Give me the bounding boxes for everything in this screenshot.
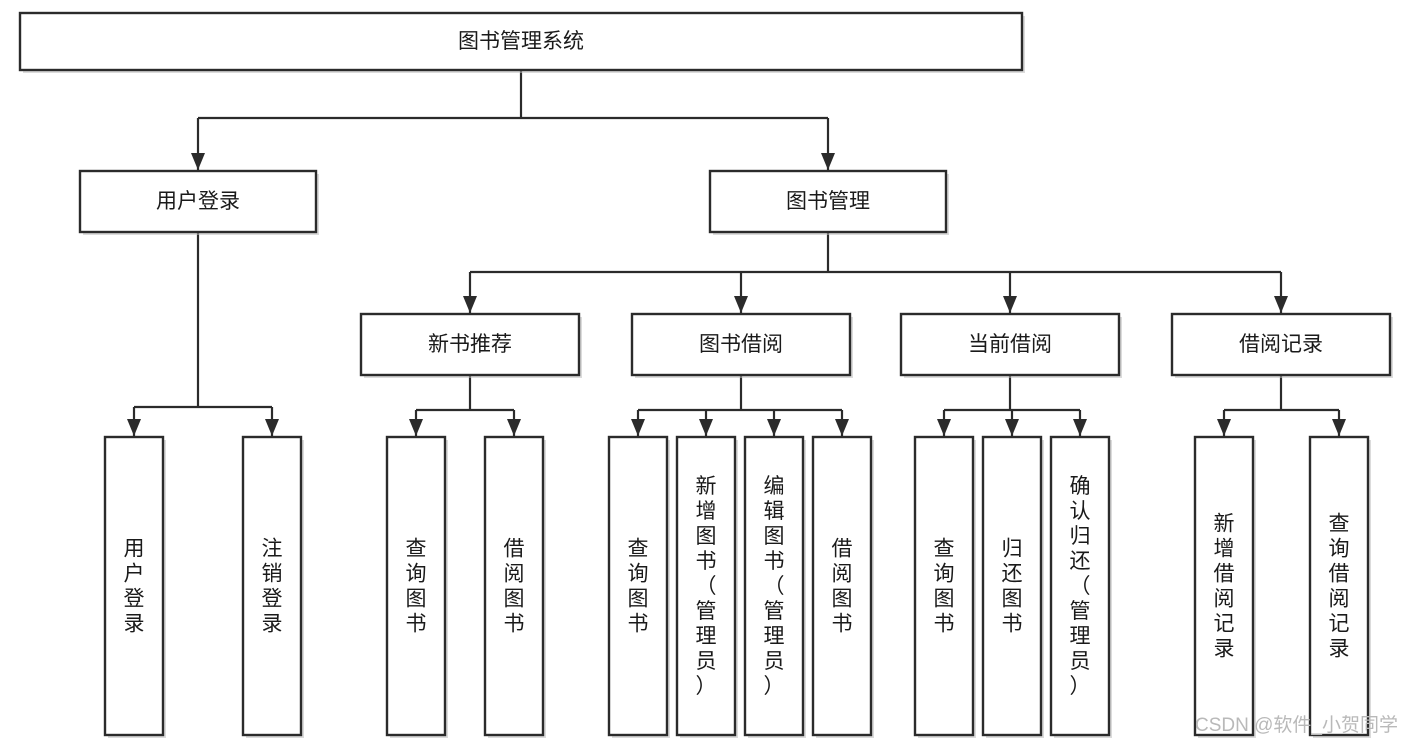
node-label: 新书推荐 bbox=[428, 333, 512, 356]
node-borrow-query-book[interactable]: 查询图书 bbox=[607, 435, 670, 738]
node-label: 借阅记录 bbox=[1239, 333, 1323, 356]
arrow-head-icon bbox=[1274, 296, 1288, 313]
node-borrow-add-book[interactable]: 新增图书（管理员） bbox=[675, 435, 738, 738]
node-label: 新增借阅记录 bbox=[1214, 513, 1235, 661]
arrow-head-icon bbox=[1005, 419, 1019, 436]
arrow-head-icon bbox=[1332, 419, 1346, 436]
node-cur-return-book[interactable]: 归还图书 bbox=[981, 435, 1044, 738]
node-label: 查询图书 bbox=[934, 538, 955, 636]
arrow-head-icon bbox=[767, 419, 781, 436]
arrow-head-icon bbox=[127, 419, 141, 436]
connector-layer bbox=[127, 70, 1346, 436]
node-label: 借阅图书 bbox=[832, 538, 853, 636]
arrow-head-icon bbox=[507, 419, 521, 436]
node-cur-confirm-return[interactable]: 确认归还（管理员） bbox=[1049, 435, 1112, 738]
node-label: 借阅图书 bbox=[504, 538, 525, 636]
node-label: 图书管理系统 bbox=[458, 30, 584, 53]
arrow-head-icon bbox=[835, 419, 849, 436]
node-label: 用户登录 bbox=[156, 190, 240, 213]
node-rec-query-record[interactable]: 查询借阅记录 bbox=[1308, 435, 1371, 738]
node-rec-borrow-book[interactable]: 借阅图书 bbox=[483, 435, 546, 738]
arrow-head-icon bbox=[463, 296, 477, 313]
node-borrow-record[interactable]: 借阅记录 bbox=[1170, 312, 1393, 378]
node-user-login-do[interactable]: 用户登录 bbox=[103, 435, 166, 738]
node-label: 当前借阅 bbox=[968, 333, 1052, 356]
arrow-head-icon bbox=[191, 153, 205, 170]
watermark-label: CSDN @软件_小贺同学 bbox=[1195, 714, 1398, 736]
node-user-login[interactable]: 用户登录 bbox=[78, 169, 319, 235]
node-rec-add-record[interactable]: 新增借阅记录 bbox=[1193, 435, 1256, 738]
node-user-logout[interactable]: 注销登录 bbox=[241, 435, 304, 738]
node-label: 查询图书 bbox=[406, 538, 427, 636]
node-book-borrow[interactable]: 图书借阅 bbox=[630, 312, 853, 378]
node-label: 确认归还（管理员） bbox=[1070, 475, 1091, 698]
node-label: 图书借阅 bbox=[699, 333, 783, 356]
node-label: 编辑图书（管理员） bbox=[764, 475, 785, 698]
arrow-head-icon bbox=[1073, 419, 1087, 436]
node-book-manage[interactable]: 图书管理 bbox=[708, 169, 949, 235]
arrow-head-icon bbox=[821, 153, 835, 170]
node-layer: 图书管理系统用户登录图书管理用户登录注销登录新书推荐查询图书借阅图书图书借阅查询… bbox=[18, 11, 1393, 738]
arrow-head-icon bbox=[1217, 419, 1231, 436]
node-rec-query-book[interactable]: 查询图书 bbox=[385, 435, 448, 738]
arrow-head-icon bbox=[409, 419, 423, 436]
arrow-head-icon bbox=[699, 419, 713, 436]
node-label: 用户登录 bbox=[124, 538, 145, 636]
arrow-head-icon bbox=[734, 296, 748, 313]
node-label: 图书管理 bbox=[786, 190, 870, 213]
arrow-head-icon bbox=[265, 419, 279, 436]
node-current-borrow[interactable]: 当前借阅 bbox=[899, 312, 1122, 378]
node-label: 新增图书（管理员） bbox=[696, 475, 717, 698]
arrow-head-icon bbox=[937, 419, 951, 436]
arrow-head-icon bbox=[1003, 296, 1017, 313]
node-borrow-borrow-book[interactable]: 借阅图书 bbox=[811, 435, 874, 738]
node-borrow-edit-book[interactable]: 编辑图书（管理员） bbox=[743, 435, 806, 738]
node-label: 归还图书 bbox=[1002, 538, 1023, 636]
node-root[interactable]: 图书管理系统 bbox=[18, 11, 1025, 73]
arrow-head-icon bbox=[631, 419, 645, 436]
node-cur-query-book[interactable]: 查询图书 bbox=[913, 435, 976, 738]
node-label: 查询借阅记录 bbox=[1329, 513, 1350, 661]
node-label: 注销登录 bbox=[262, 538, 283, 636]
node-new-book-rec[interactable]: 新书推荐 bbox=[359, 312, 582, 378]
node-label: 查询图书 bbox=[628, 538, 649, 636]
